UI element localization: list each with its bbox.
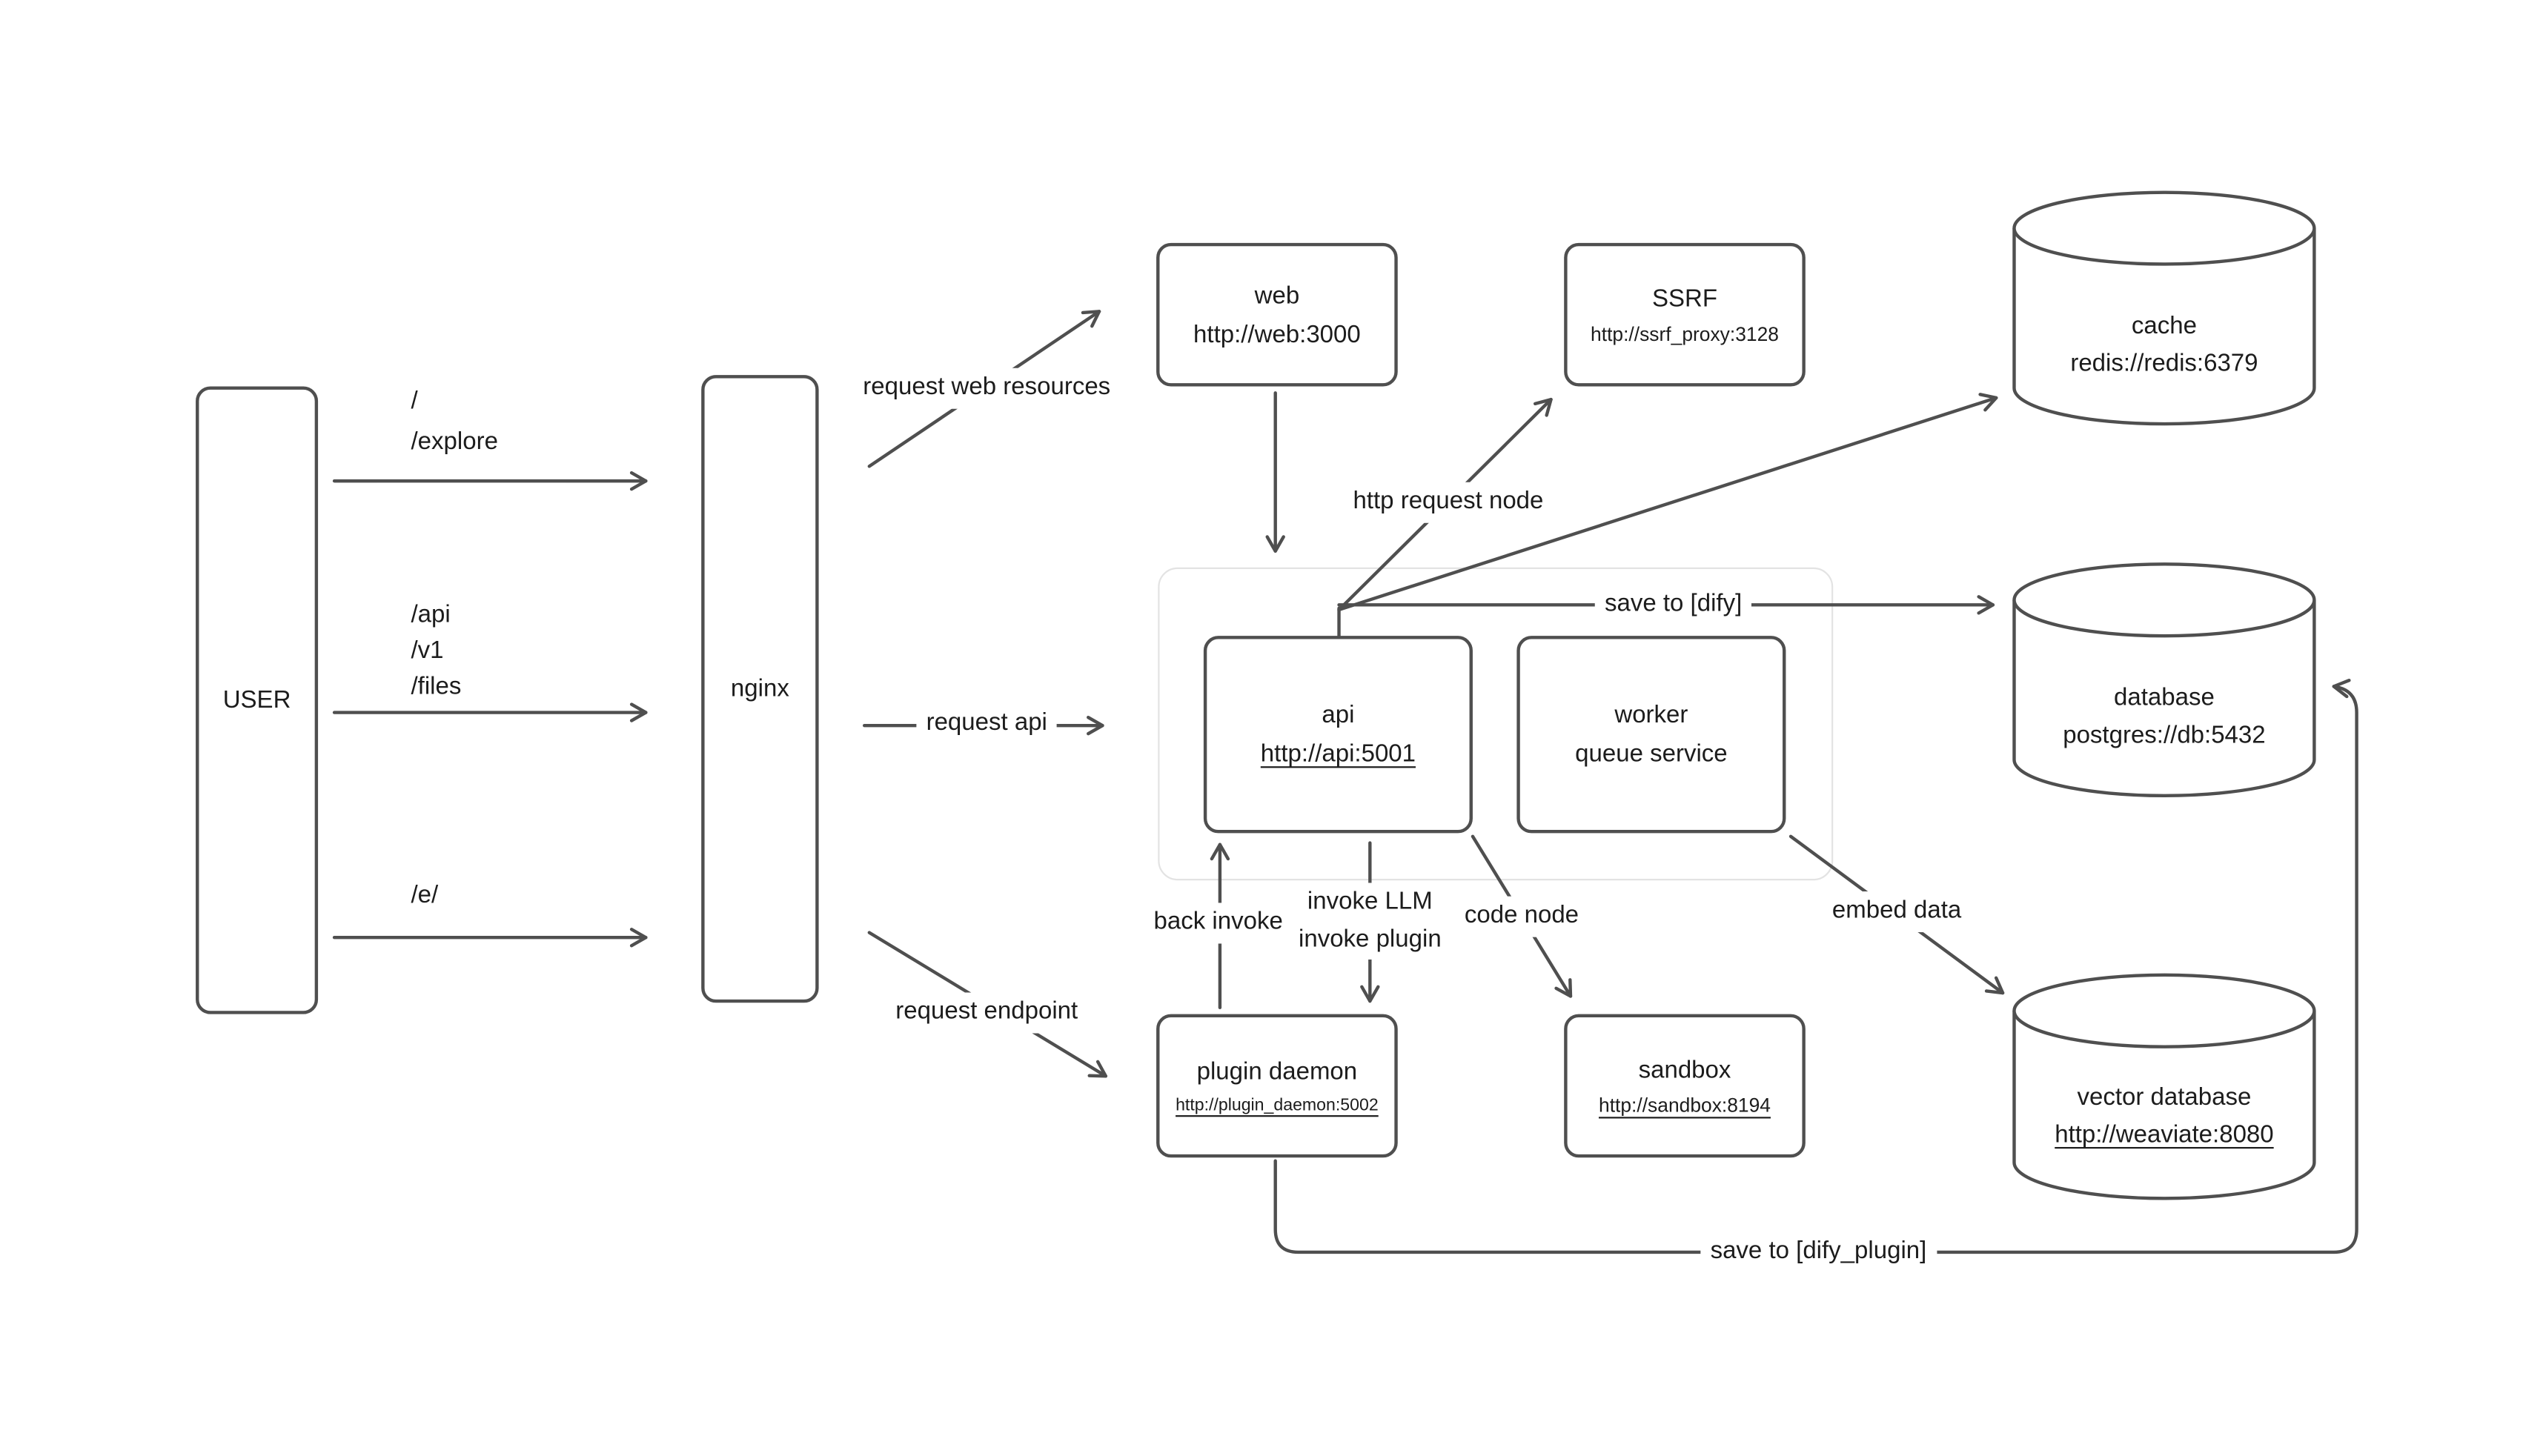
plugin-daemon-node: plugin daemon http://plugin_daemon:5002 <box>1156 1014 1398 1158</box>
route-root-label: / <box>411 387 418 416</box>
http-request-node-label: http request node <box>1343 482 1554 522</box>
cache-title: cache <box>2131 312 2197 340</box>
nginx-node: nginx <box>701 375 819 1003</box>
sandbox-node: sandbox http://sandbox:8194 <box>1564 1014 1806 1158</box>
vector-database-cylinder <box>2012 973 2316 1200</box>
ssrf-url: http://ssrf_proxy:3128 <box>1591 322 1779 345</box>
user-node: USER <box>196 386 319 1014</box>
plugin-daemon-title: plugin daemon <box>1196 1057 1358 1086</box>
worker-subtitle: queue service <box>1575 739 1728 768</box>
save-to-dify-label: save to [dify] <box>1594 585 1752 625</box>
embed-data-label: embed data <box>1822 891 1972 931</box>
code-node-label: code node <box>1454 896 1589 937</box>
database-cylinder <box>2012 562 2316 797</box>
web-node: web http://web:3000 <box>1156 242 1398 387</box>
route-api-label: /api <box>411 600 451 629</box>
web-title: web <box>1254 281 1300 309</box>
invoke-llm-label: invoke LLM <box>1307 888 1433 916</box>
invoke-label: invoke LLM invoke plugin <box>1288 882 1451 960</box>
web-url: http://web:3000 <box>1193 320 1361 348</box>
vector-database-title: vector database <box>2077 1083 2252 1111</box>
arrow-api-cache <box>1337 393 1998 612</box>
sandbox-url: http://sandbox:8194 <box>1599 1093 1771 1117</box>
worker-title: worker <box>1614 701 1688 729</box>
request-web-resources-label: request web resources <box>853 368 1121 408</box>
nginx-label: nginx <box>730 674 789 703</box>
sandbox-title: sandbox <box>1638 1055 1731 1084</box>
plugin-daemon-url: http://plugin_daemon:5002 <box>1176 1094 1379 1115</box>
ssrf-node: SSRF http://ssrf_proxy:3128 <box>1564 242 1806 387</box>
request-endpoint-label: request endpoint <box>886 992 1088 1033</box>
vector-database-url: http://weaviate:8080 <box>2055 1120 2274 1149</box>
database-title: database <box>2114 684 2215 712</box>
cache-cylinder <box>2012 190 2316 426</box>
route-v1-label: /v1 <box>411 636 444 665</box>
route-files-label: /files <box>411 672 462 701</box>
api-url: http://api:5001 <box>1260 739 1416 768</box>
route-explore-label: /explore <box>411 428 498 456</box>
api-node: api http://api:5001 <box>1203 636 1473 834</box>
route-e-label: /e/ <box>411 881 439 909</box>
save-to-dify-plugin-label: save to [dify_plugin] <box>1700 1231 1937 1272</box>
invoke-plugin-label: invoke plugin <box>1298 924 1442 953</box>
request-api-label: request api <box>916 704 1058 744</box>
user-label: USER <box>222 686 291 714</box>
api-title: api <box>1322 701 1355 729</box>
cache-url: redis://redis:6379 <box>2070 349 2258 378</box>
ssrf-title: SSRF <box>1651 285 1718 313</box>
arrow-plugin-daemon-database <box>1273 679 2358 1254</box>
back-invoke-label: back invoke <box>1144 902 1293 943</box>
database-url: postgres://db:5432 <box>2063 721 2266 750</box>
worker-node: worker queue service <box>1516 636 1786 834</box>
